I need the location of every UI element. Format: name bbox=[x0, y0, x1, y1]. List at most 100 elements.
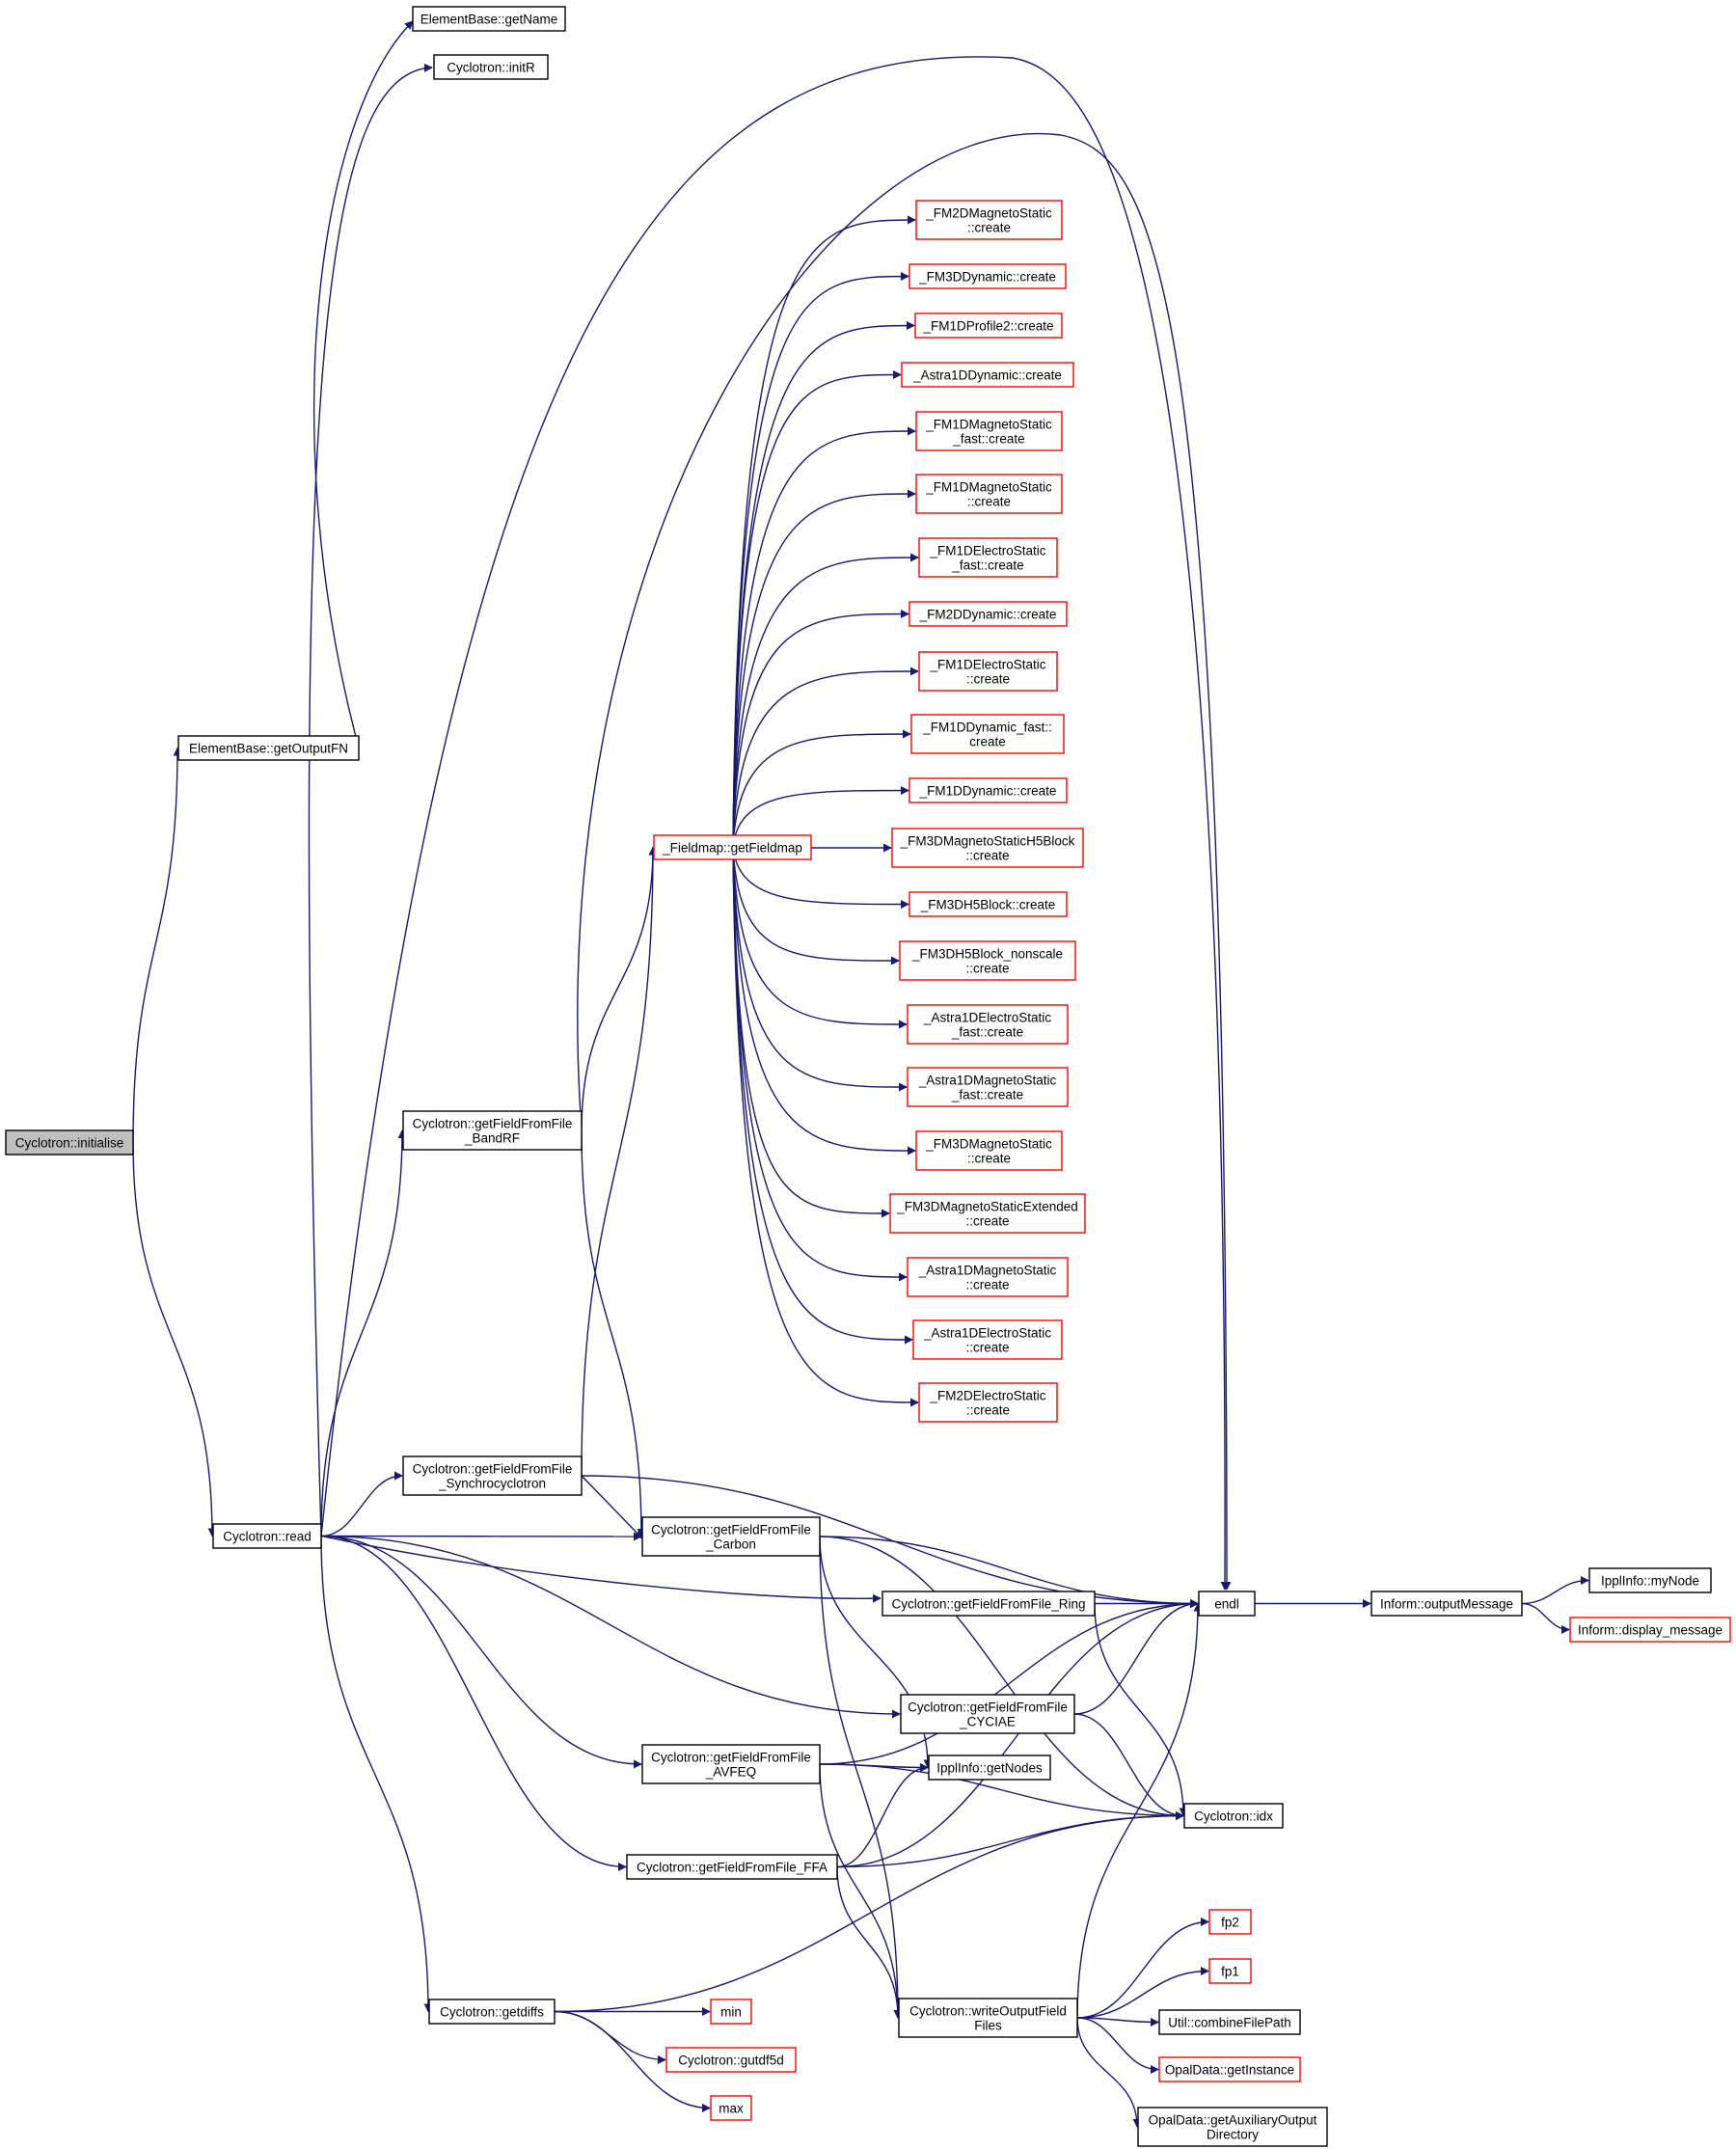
node-fm1dms[interactable]: _FM1DMagnetoStatic::create bbox=[915, 474, 1063, 514]
node-box-a1dms bbox=[907, 1257, 1069, 1297]
node-label-a1dms-0: _Astra1DMagnetoStatic bbox=[918, 1264, 1057, 1278]
node-label-fm3dms-1: ::create bbox=[967, 1152, 1011, 1166]
node-label-fm3dh5-0: _FM3DH5Block::create bbox=[920, 898, 1056, 912]
node-label-fp2-0: fp2 bbox=[1221, 1916, 1239, 1930]
node-fm3dh5ns[interactable]: _FM3DH5Block_nonscale::create bbox=[899, 940, 1076, 981]
node-getNodes[interactable]: IpplInfo::getNodes bbox=[928, 1755, 1051, 1781]
node-fm1ddf[interactable]: _FM1DDynamic_fast::create bbox=[910, 714, 1065, 754]
node-label-getNodes-0: IpplInfo::getNodes bbox=[936, 1761, 1043, 1776]
call-edge-initialise-to-getOutputFN bbox=[132, 747, 182, 1143]
node-ffa[interactable]: Cyclotron::getFieldFromFile_FFA bbox=[626, 1854, 838, 1880]
call-edge-getFieldmap-to-fm1dms bbox=[732, 489, 916, 848]
node-label-a1des-0: _Astra1DElectroStatic bbox=[923, 1326, 1051, 1341]
node-box-max bbox=[710, 2095, 752, 2121]
node-max[interactable]: max bbox=[710, 2095, 752, 2121]
node-box-myNode bbox=[1588, 1567, 1712, 1593]
node-fm1des[interactable]: _FM1DElectroStatic::create bbox=[918, 651, 1058, 692]
node-ring[interactable]: Cyclotron::getFieldFromFile_Ring bbox=[882, 1591, 1096, 1617]
node-box-idx bbox=[1183, 1803, 1284, 1829]
node-a1dd[interactable]: _Astra1DDynamic::create bbox=[901, 362, 1074, 388]
node-initR[interactable]: Cyclotron::initR bbox=[433, 54, 549, 80]
node-a1des[interactable]: _Astra1DElectroStatic::create bbox=[912, 1319, 1063, 1360]
node-read[interactable]: Cyclotron::read bbox=[212, 1523, 322, 1549]
node-box-fm3dmsh5 bbox=[891, 828, 1084, 868]
node-box-fm1dmsf bbox=[915, 411, 1063, 451]
node-a1dms[interactable]: _Astra1DMagnetoStatic::create bbox=[907, 1257, 1069, 1297]
node-box-fm1des bbox=[918, 651, 1058, 692]
node-fm1desf[interactable]: _FM1DElectroStatic_fast::create bbox=[918, 537, 1058, 578]
node-label-fm1des-0: _FM1DElectroStatic bbox=[929, 658, 1045, 672]
node-outputMessage[interactable]: Inform::outputMessage bbox=[1370, 1591, 1523, 1617]
node-label-fm1desf-1: _fast::create bbox=[951, 558, 1023, 573]
node-a1dmsf[interactable]: _Astra1DMagnetoStatic_fast::create bbox=[907, 1067, 1069, 1107]
node-box-bandRF bbox=[402, 1110, 583, 1151]
node-fm2dd[interactable]: _FM2DDynamic::create bbox=[909, 601, 1068, 627]
node-fm2des[interactable]: _FM2DElectroStatic::create bbox=[918, 1382, 1058, 1423]
node-box-outputMessage bbox=[1370, 1591, 1523, 1617]
node-box-endl bbox=[1198, 1591, 1256, 1617]
node-fp2[interactable]: fp2 bbox=[1208, 1909, 1252, 1935]
node-combine[interactable]: Util::combineFilePath bbox=[1158, 2009, 1301, 2035]
node-carbon[interactable]: Cyclotron::getFieldFromFile_Carbon bbox=[641, 1516, 821, 1557]
node-label-writeOut-0: Cyclotron::writeOutputField bbox=[909, 2004, 1067, 2019]
call-edge-getFieldmap-to-a1dmsf bbox=[732, 846, 908, 1092]
node-label-combine-0: Util::combineFilePath bbox=[1168, 2016, 1291, 2030]
node-endl[interactable]: endl bbox=[1198, 1591, 1256, 1617]
node-box-avfeq bbox=[641, 1744, 821, 1784]
node-label-a1dms-1: ::create bbox=[965, 1278, 1009, 1292]
node-cyciae[interactable]: Cyclotron::getFieldFromFile_CYCIAE bbox=[900, 1694, 1075, 1734]
node-fm3dd[interactable]: _FM3DDynamic::create bbox=[909, 263, 1067, 289]
node-min[interactable]: min bbox=[710, 1999, 752, 2025]
node-fm1dp2[interactable]: _FM1DProfile2::create bbox=[914, 313, 1063, 339]
node-getName[interactable]: ElementBase::getName bbox=[412, 6, 566, 32]
node-getFieldmap[interactable]: _Fieldmap::getFieldmap bbox=[653, 834, 812, 860]
node-box-a1dmsf bbox=[907, 1067, 1069, 1107]
call-edge-read-to-endl bbox=[320, 56, 1230, 1591]
node-a1desf[interactable]: _Astra1DElectroStatic_fast::create bbox=[907, 1004, 1069, 1045]
node-getInstance[interactable]: OpalData::getInstance bbox=[1158, 2056, 1301, 2082]
node-box-fm1dp2 bbox=[914, 313, 1063, 339]
node-avfeq[interactable]: Cyclotron::getFieldFromFile_AVFEQ bbox=[641, 1744, 821, 1784]
node-label-min-0: min bbox=[720, 2005, 742, 2020]
node-label-synchro-0: Cyclotron::getFieldFromFile bbox=[413, 1462, 573, 1477]
call-edge-ring-to-idx bbox=[1094, 1603, 1188, 1817]
node-displayMessage[interactable]: Inform::display_message bbox=[1569, 1617, 1731, 1643]
node-box-min bbox=[710, 1999, 752, 2025]
node-fp1[interactable]: fp1 bbox=[1208, 1958, 1252, 1984]
call-edge-synchro-to-carbon bbox=[581, 1475, 643, 1539]
node-getdiffs[interactable]: Cyclotron::getdiffs bbox=[428, 1999, 556, 2025]
node-box-synchro bbox=[402, 1455, 583, 1496]
node-fm3dms[interactable]: _FM3DMagnetoStatic::create bbox=[915, 1130, 1063, 1171]
node-myNode[interactable]: IpplInfo::myNode bbox=[1588, 1567, 1712, 1593]
call-edge-getdiffs-to-idx bbox=[554, 1811, 1184, 2013]
node-label-getdiffs-0: Cyclotron::getdiffs bbox=[440, 2005, 544, 2020]
node-synchro[interactable]: Cyclotron::getFieldFromFile_Synchrocyclo… bbox=[402, 1455, 583, 1496]
node-label-fm3dmsh5-0: _FM3DMagnetoStaticH5Block bbox=[900, 834, 1075, 849]
call-edge-read-to-synchro bbox=[320, 1471, 403, 1537]
node-box-getdiffs bbox=[428, 1999, 556, 2025]
node-label-getFieldmap-0: _Fieldmap::getFieldmap bbox=[662, 841, 802, 856]
node-fm2dms[interactable]: _FM2DMagnetoStatic::create bbox=[915, 200, 1063, 240]
node-box-a1desf bbox=[907, 1004, 1069, 1045]
call-edge-outputMessage-to-displayMessage bbox=[1521, 1602, 1570, 1634]
node-fm1dd[interactable]: _FM1DDynamic::create bbox=[909, 777, 1068, 803]
node-gutdf5d[interactable]: Cyclotron::gutdf5d bbox=[665, 2047, 797, 2073]
node-fm3dmsh5[interactable]: _FM3DMagnetoStaticH5Block::create bbox=[891, 828, 1084, 868]
node-idx[interactable]: Cyclotron::idx bbox=[1183, 1803, 1284, 1829]
node-label-fm1dms-1: ::create bbox=[967, 495, 1011, 509]
call-edge-writeOut-to-combine bbox=[1076, 2017, 1159, 2027]
node-fm3dmsx[interactable]: _FM3DMagnetoStaticExtended::create bbox=[889, 1193, 1086, 1234]
node-fm1dmsf[interactable]: _FM1DMagnetoStatic_fast::create bbox=[915, 411, 1063, 451]
node-bandRF[interactable]: Cyclotron::getFieldFromFile_BandRF bbox=[402, 1110, 583, 1151]
node-initialise[interactable]: Cyclotron::initialise bbox=[5, 1129, 134, 1156]
node-box-a1des bbox=[912, 1319, 1063, 1360]
node-getOutputFN[interactable]: ElementBase::getOutputFN bbox=[177, 735, 360, 761]
node-box-combine bbox=[1158, 2009, 1301, 2035]
node-fm3dh5[interactable]: _FM3DH5Block::create bbox=[909, 891, 1068, 917]
node-label-fm1dmsf-1: _fast::create bbox=[952, 432, 1024, 447]
node-label-fm3dh5ns-0: _FM3DH5Block_nonscale bbox=[911, 947, 1063, 962]
call-edge-getFieldmap-to-fm3dd bbox=[732, 272, 909, 848]
